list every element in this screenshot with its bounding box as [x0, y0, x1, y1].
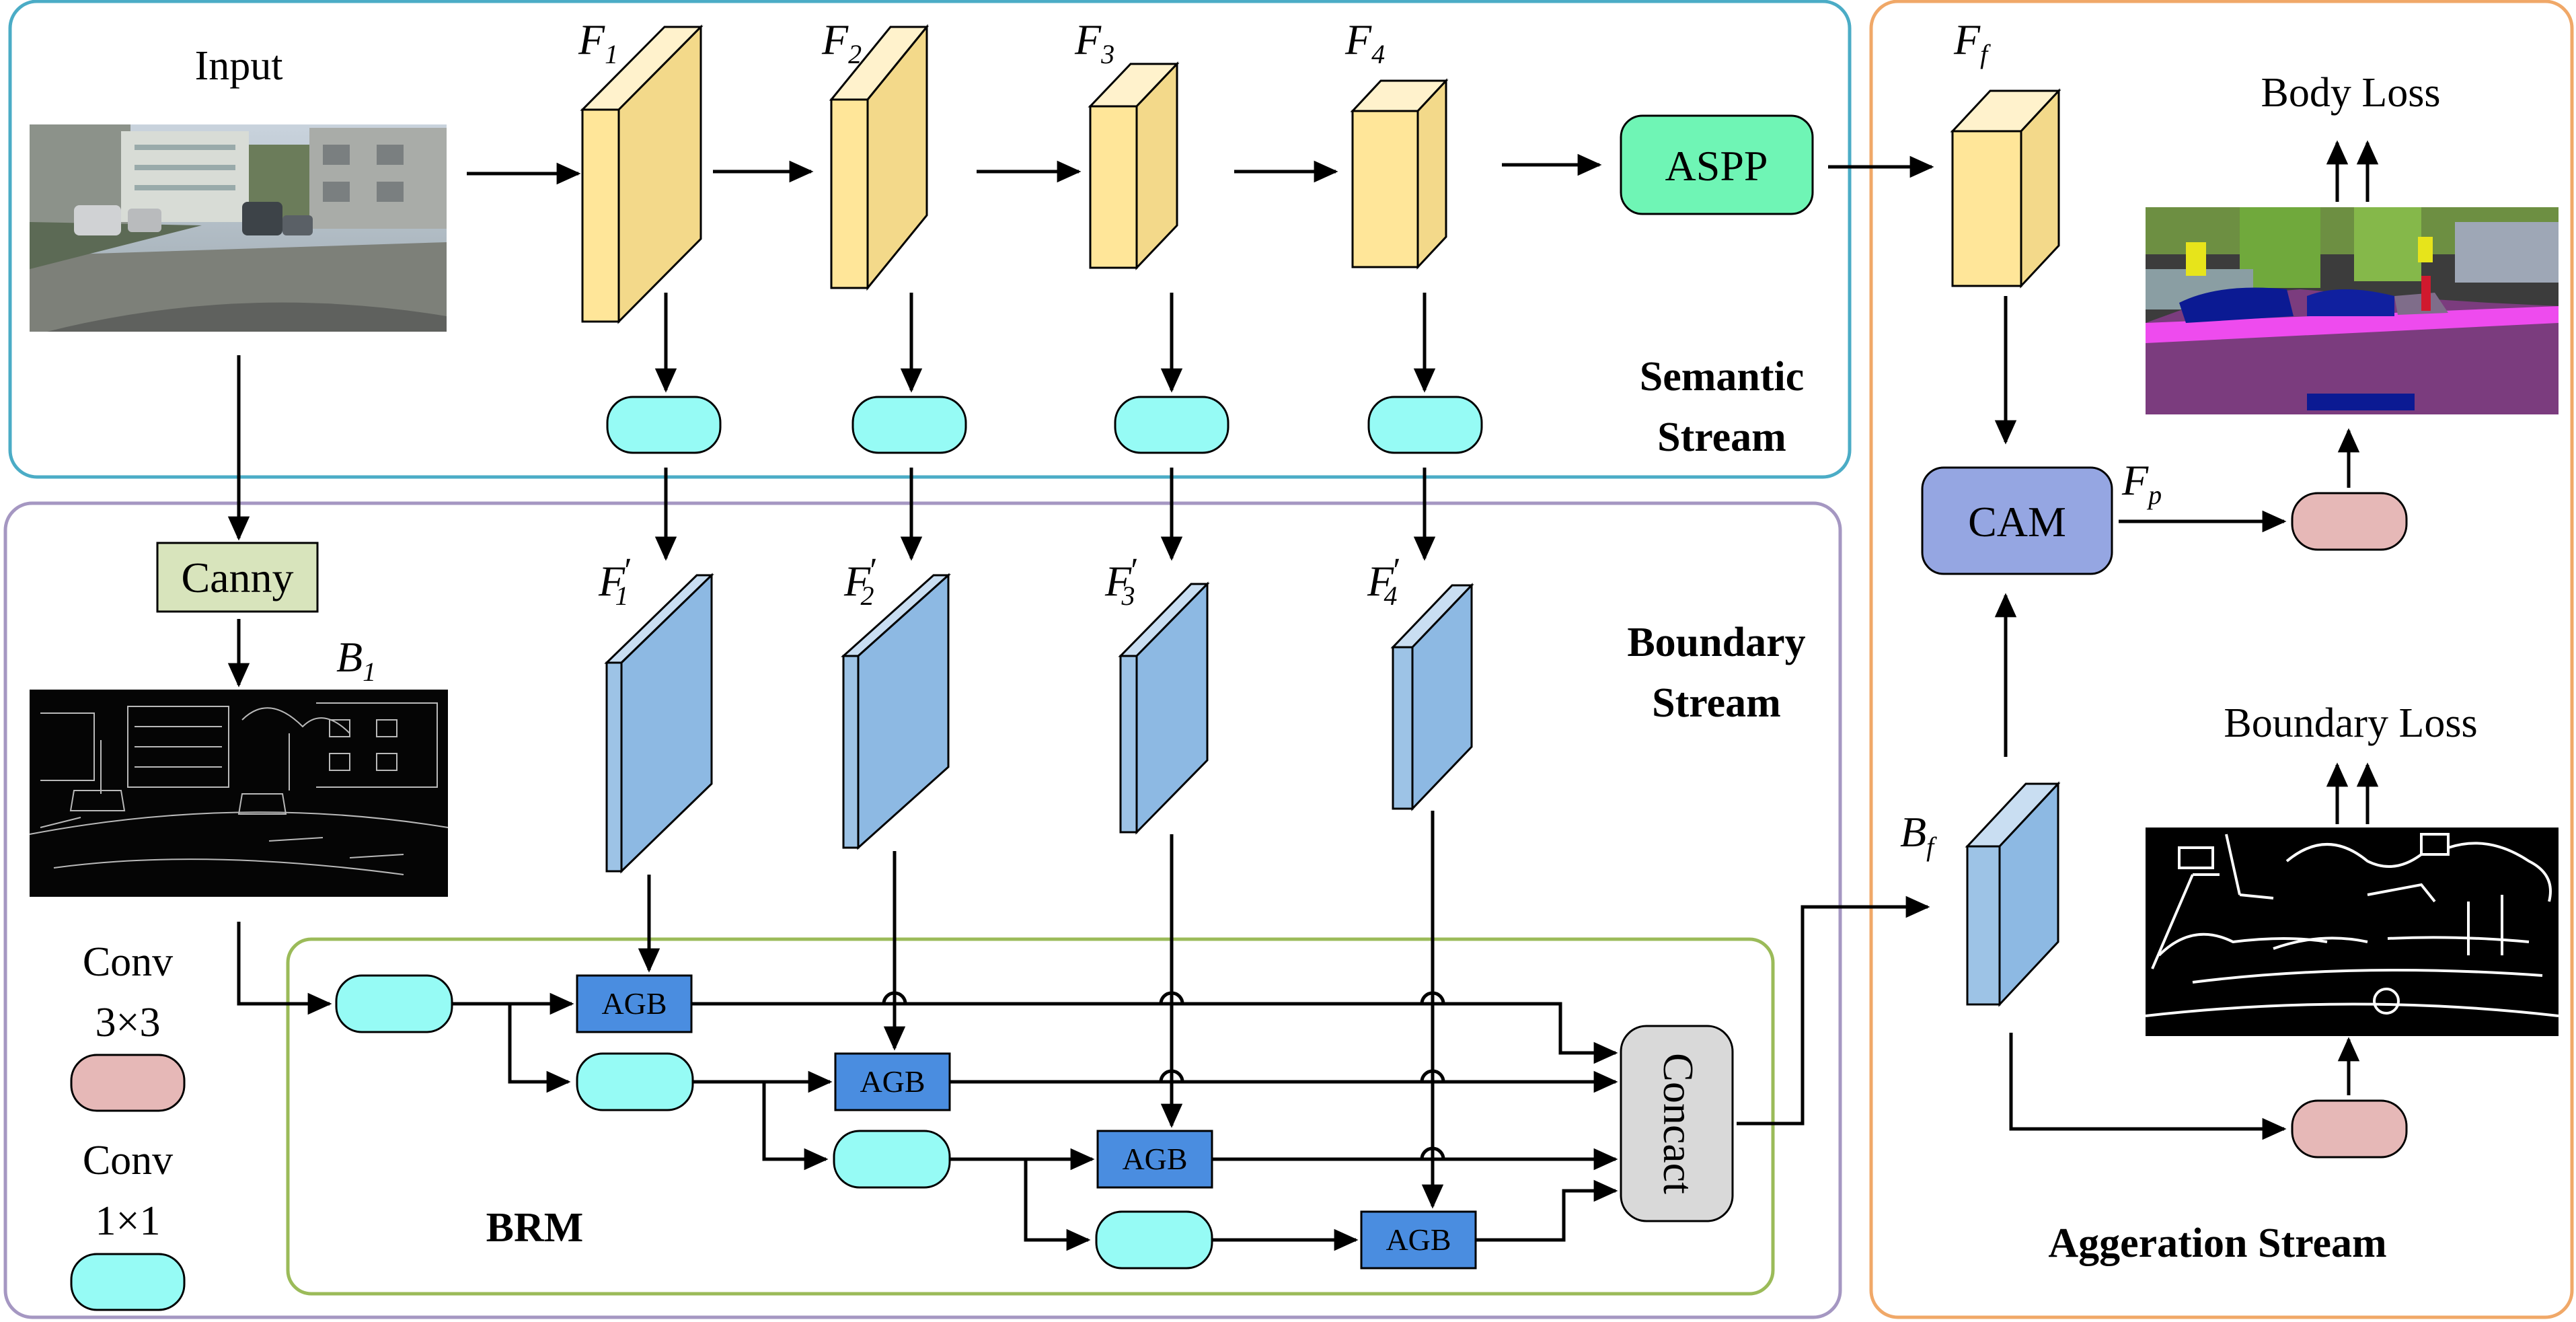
- agb-3-label: AGB: [1122, 1142, 1187, 1176]
- feature-f2-prime: [841, 573, 951, 850]
- arrow-concat-to-bf: [1737, 895, 1930, 1126]
- conv3x3-boundary: [2291, 1099, 2408, 1159]
- fp-label: Fp: [2121, 456, 2162, 510]
- legend-conv1x1-line1: Conv: [83, 1138, 173, 1183]
- f3-label: F3: [1074, 15, 1114, 69]
- brm-label: BRM: [486, 1205, 584, 1251]
- semantic-segmentation-output: [2146, 207, 2559, 414]
- boundary-stream-box: [3, 501, 1842, 1319]
- aspp-box: [1620, 114, 1814, 215]
- brm-box: [286, 937, 1775, 1296]
- arrow-bf-to-conv3x3: [2009, 1033, 2287, 1140]
- semantic-stream-label-line2: Stream: [1657, 414, 1786, 460]
- legend-conv3x3-line1: Conv: [83, 939, 173, 985]
- feature-f4-prime: [1390, 583, 1474, 811]
- boundary-output: [2145, 828, 2559, 1036]
- conv1x1-pill-2: [851, 396, 967, 454]
- legend-conv1x1-line2: 1×1: [96, 1198, 161, 1244]
- f4-prime-label: F′4: [1367, 552, 1400, 611]
- arrow-conv1-to-conv2: [508, 1004, 571, 1093]
- canny-label: Canny: [181, 554, 293, 601]
- agb-4-label: AGB: [1386, 1222, 1451, 1257]
- agb-2: [834, 1052, 951, 1111]
- f3-prime-label: F′3: [1104, 552, 1137, 611]
- semantic-stream-box: [8, 0, 1852, 479]
- agb-1-label: AGB: [601, 986, 667, 1021]
- input-label: Input: [195, 43, 283, 89]
- feature-f2: [829, 24, 930, 291]
- aspp-label: ASPP: [1665, 142, 1768, 190]
- feature-f1-prime: [604, 573, 714, 874]
- b1-label: B1: [336, 633, 376, 687]
- feature-f4: [1350, 78, 1449, 270]
- f2-prime-label: F′2: [843, 552, 876, 611]
- feature-f3: [1088, 61, 1180, 270]
- concat-label: Concact: [1655, 1053, 1702, 1194]
- f4-label: F4: [1344, 15, 1385, 69]
- brm-conv-2: [576, 1052, 694, 1111]
- brm-conv-1: [335, 974, 453, 1033]
- ff-label: Ff: [1953, 15, 1991, 69]
- agb-3: [1096, 1130, 1213, 1189]
- f2-label: F2: [821, 15, 862, 69]
- feature-bf: [1965, 781, 2061, 1007]
- arrow-agb4-to-concat: [1476, 1179, 1618, 1242]
- feature-f1: [580, 24, 704, 324]
- brm-conv-3: [833, 1130, 951, 1189]
- cam-label: CAM: [1968, 498, 2066, 546]
- canny-box: [156, 542, 319, 613]
- arrow-agb1-to-concat: [691, 1002, 1618, 1064]
- boundary-stream-label-line1: Boundary: [1627, 620, 1805, 665]
- body-loss-label: Body Loss: [2261, 70, 2441, 116]
- conv3x3-body: [2291, 492, 2408, 551]
- agb-1: [576, 974, 693, 1033]
- legend-conv1x1-swatch: [70, 1253, 186, 1311]
- agb-4: [1360, 1210, 1477, 1270]
- input-photo: [30, 124, 447, 332]
- concat-box: [1620, 1025, 1734, 1222]
- feature-f3-prime: [1118, 581, 1210, 835]
- agb-2-label: AGB: [860, 1064, 925, 1099]
- bf-label: Bf: [1900, 808, 1937, 862]
- legend-conv3x3-line2: 3×3: [96, 1000, 161, 1045]
- crossing-hops: [882, 991, 1445, 1160]
- feature-ff: [1950, 88, 2061, 289]
- aggregation-stream-box: [1869, 0, 2574, 1319]
- semantic-stream-label-line1: Semantic: [1640, 354, 1805, 400]
- arrow-conv2-to-conv3: [762, 1082, 829, 1171]
- f1-prime-label: F′1: [598, 552, 631, 611]
- aggregation-stream-label: Aggeration Stream: [2048, 1220, 2386, 1266]
- boundary-loss-label: Boundary Loss: [2224, 700, 2477, 746]
- f1-label: F1: [578, 15, 618, 69]
- conv1x1-pill-3: [1114, 396, 1229, 454]
- boundary-stream-label-line2: Stream: [1652, 680, 1781, 726]
- brm-conv-4: [1095, 1210, 1213, 1270]
- canny-edge-map: [29, 690, 449, 897]
- conv1x1-pill-4: [1367, 396, 1483, 454]
- arrow-conv3-to-conv4: [1024, 1159, 1091, 1251]
- legend-conv3x3-swatch: [70, 1054, 186, 1112]
- arrow-b1-to-brm-conv: [237, 922, 332, 1015]
- conv1x1-pill-1: [606, 396, 722, 454]
- cam-box: [1921, 466, 2113, 575]
